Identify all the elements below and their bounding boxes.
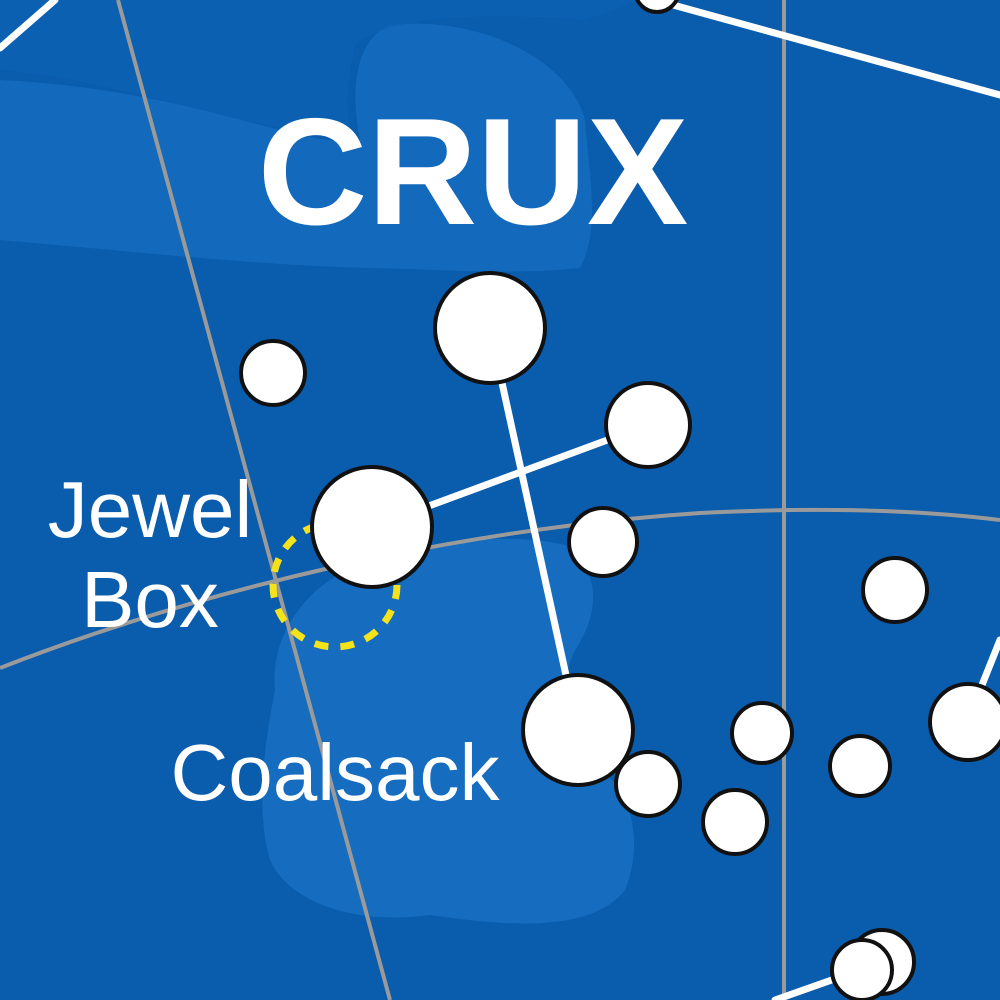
star-lower-3 <box>701 788 769 856</box>
neighbor-line-top-left <box>0 0 59 52</box>
star-right-2 <box>928 682 1000 762</box>
coalsack-region <box>262 538 635 924</box>
star-top-partial <box>635 0 679 14</box>
star-left <box>239 339 307 407</box>
stars <box>239 0 1000 1000</box>
star-mimosa <box>310 465 434 589</box>
jewel-box-label-line1: Jewel <box>48 465 253 554</box>
coalsack-label: Coalsack <box>170 728 500 817</box>
star-acrux <box>521 673 635 787</box>
constellation-title: CRUX <box>258 87 689 257</box>
neighbor-line-top-right <box>651 0 1000 99</box>
milky-way-band-upper-left <box>0 0 640 140</box>
star-lower-2 <box>730 701 794 765</box>
milky-way-band-upper <box>0 23 592 272</box>
star-right-1 <box>861 556 929 624</box>
crux-line-vertical <box>486 324 582 734</box>
star-epsilon-crucis <box>567 506 639 578</box>
star-lower-4 <box>828 734 892 798</box>
grid-line-ra-left <box>116 0 392 1000</box>
star-gacrux <box>433 271 547 385</box>
jewel-box-label-line2: Box <box>81 555 219 644</box>
star-lower-1 <box>614 750 682 818</box>
star-delta-crucis <box>604 381 692 469</box>
star-bottom-2 <box>830 938 894 1000</box>
